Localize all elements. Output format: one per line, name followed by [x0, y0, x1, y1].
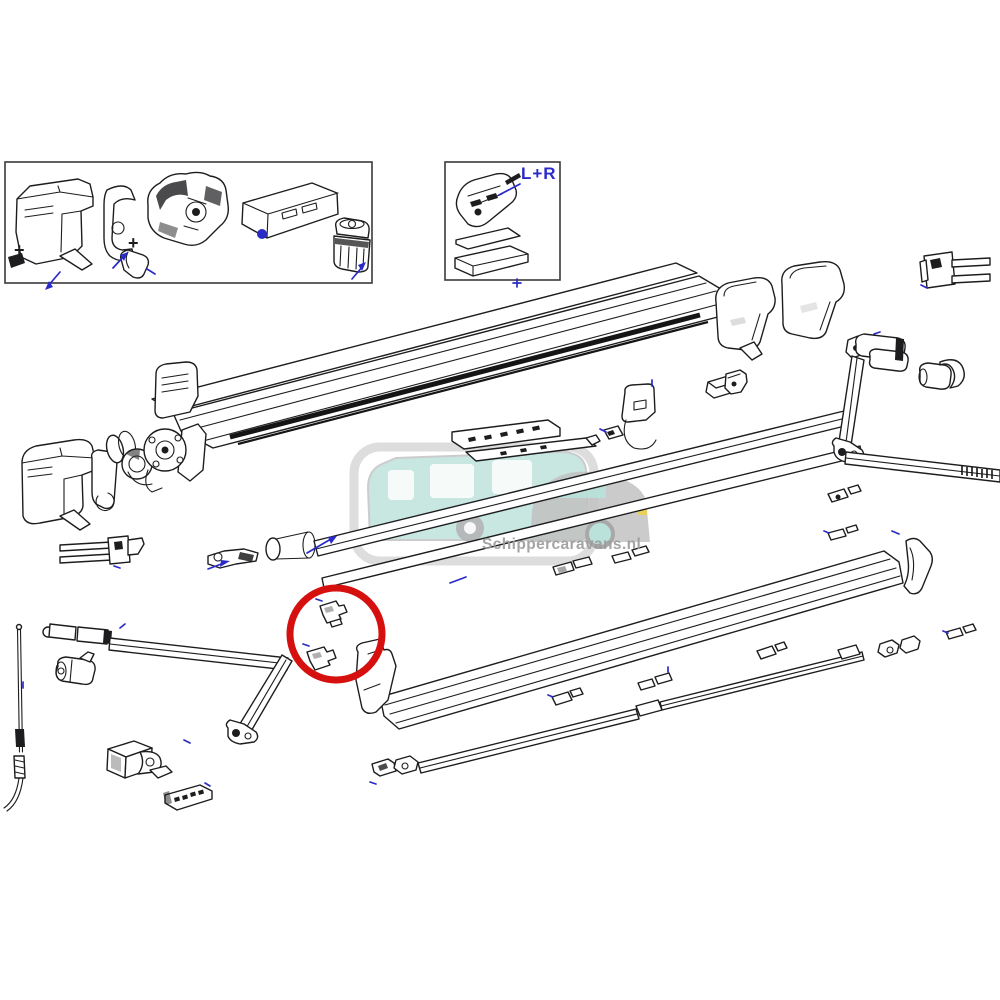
- lead-rail-left-bracket: [355, 638, 397, 715]
- highlighted-clip-top: [315, 598, 348, 628]
- gearbox-bracket-part: [106, 739, 191, 779]
- lr-leader-line: [498, 183, 521, 196]
- right-spring-arm: [831, 331, 1000, 483]
- left-gear-hub: [143, 423, 207, 493]
- case-top-profile: [151, 262, 738, 449]
- red-highlight-circle: [286, 584, 386, 684]
- drive-end-part: [207, 548, 259, 570]
- highlighted-clip-bottom: [302, 643, 337, 671]
- case-profile-left-cap: [154, 361, 199, 419]
- arm-cylinder-part: [55, 651, 96, 686]
- clip-above-rail: [823, 524, 859, 541]
- rail-end-fitting: [827, 484, 862, 503]
- lead-rail-end-cap: [903, 537, 933, 595]
- inset-lr-parts-box: [444, 161, 561, 281]
- knuckle-cover-part: [918, 359, 965, 390]
- tension-rafter: [369, 635, 921, 785]
- plus-marker-2: +: [128, 233, 139, 253]
- rail-slider-clips-right: [611, 545, 650, 564]
- rail-slider-clips-left: [552, 556, 593, 576]
- lr-plate-part: [455, 227, 521, 250]
- right-end-cap-right: [781, 260, 846, 340]
- watermark-text: Schippercaravans.nl: [482, 536, 642, 553]
- lr-label: L+R: [521, 164, 557, 183]
- left-end-bracket: [90, 449, 118, 512]
- adapter-chip-part: [8, 253, 25, 268]
- curved-bracket-part: [103, 185, 136, 262]
- car-indicator-light: [637, 507, 647, 515]
- bracket-under-cap: [724, 369, 748, 395]
- awning-clip-1: [547, 687, 584, 706]
- blue-tick-inset1: [146, 268, 156, 275]
- mounting-box-part: [241, 182, 339, 239]
- blue-arrow-chip: [45, 271, 61, 290]
- lr-bracket-part: [455, 172, 521, 228]
- lead-rail-profile: [379, 550, 904, 730]
- hole-plate-part: [163, 782, 213, 811]
- wall-hanger-bracket: [599, 379, 657, 450]
- crank-rod: [3, 623, 26, 812]
- roller-end-bush-part: [112, 249, 150, 279]
- rubber-seal-strip: [229, 312, 701, 440]
- blue-cross-mark: [512, 278, 522, 288]
- left-spring-arm: [42, 623, 293, 745]
- arm-hatch-marks: [961, 466, 993, 479]
- blue-tick-rail: [449, 530, 900, 584]
- wall-pin-bracket-right: [919, 251, 991, 289]
- right-end-cap-left: [715, 276, 776, 361]
- awning-clip-2: [756, 641, 788, 660]
- lr-block-part: [454, 245, 529, 277]
- inset-box-border: [4, 161, 373, 284]
- end-cap-cover-part: [15, 178, 94, 271]
- wall-pin-bracket-left: [59, 535, 145, 569]
- left-end-cap-cover: [21, 438, 96, 531]
- plus-marker-1: +: [14, 240, 25, 260]
- awning-clip-pair: [637, 666, 673, 691]
- inset-lr-border: [444, 161, 561, 281]
- led-strip-part: [451, 419, 601, 462]
- motor-assembly-part: [147, 171, 230, 247]
- gear-adapter-part: [333, 217, 371, 280]
- inset-accessory-parts-box: [4, 161, 373, 290]
- rafter-end-clips: [942, 623, 977, 640]
